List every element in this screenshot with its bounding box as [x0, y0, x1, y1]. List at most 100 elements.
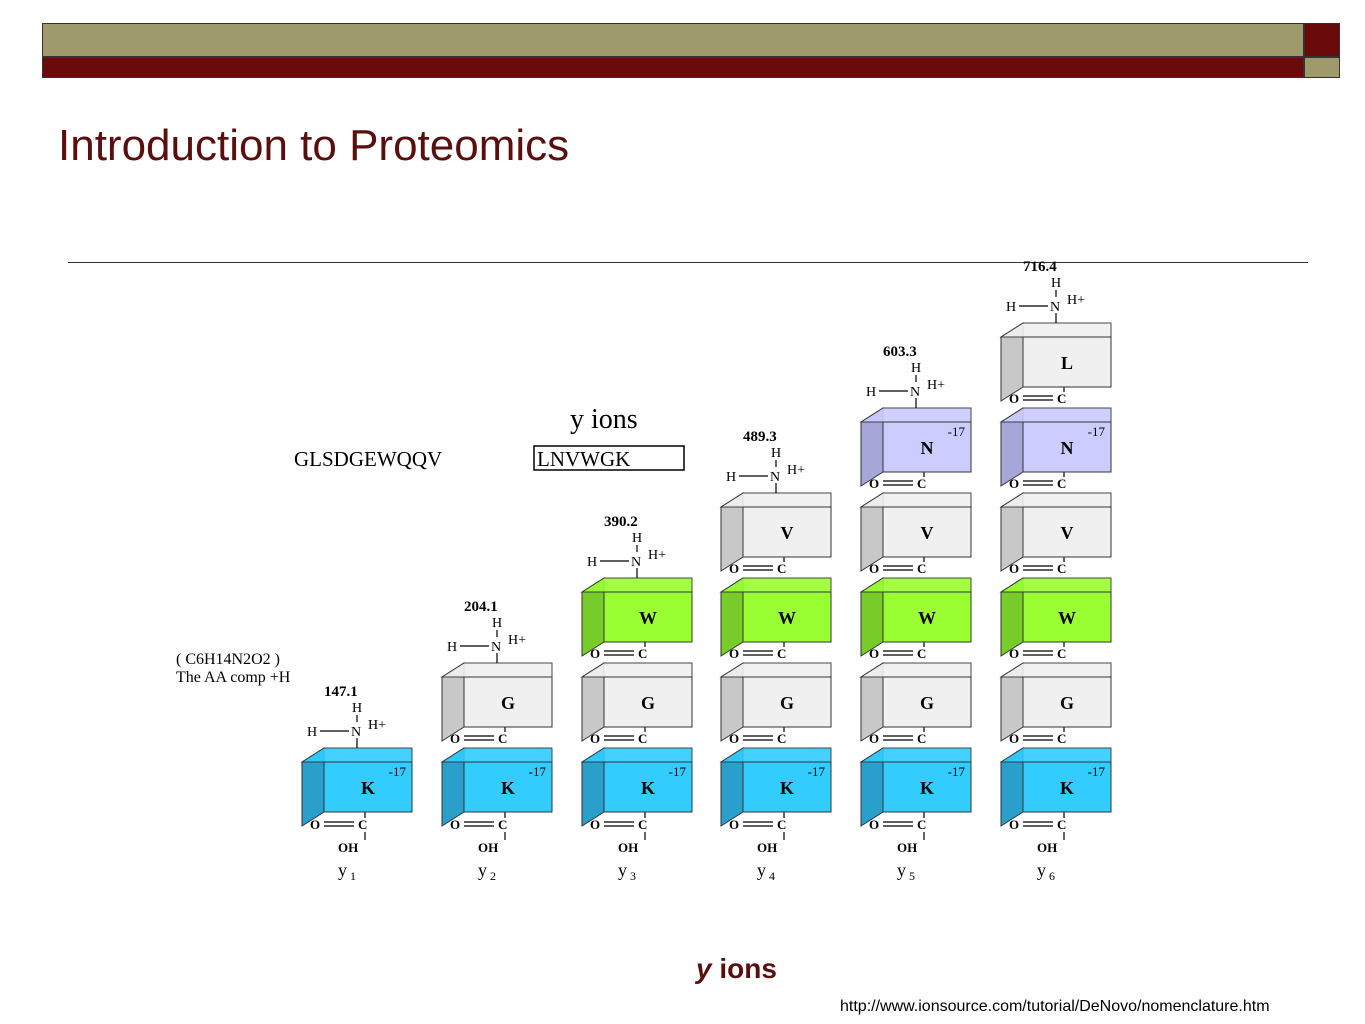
bottom-c-5: C — [1057, 817, 1066, 832]
ion-label-sub-2: 3 — [630, 869, 636, 883]
minus17-label-5-0: -17 — [1088, 764, 1106, 779]
amine-h-left-3: H — [726, 470, 736, 485]
carbonyl-c-2-0: C — [638, 731, 647, 746]
residue-label-5-5: L — [1061, 353, 1073, 373]
terminal-oh-3: OH — [757, 840, 777, 855]
cube-top-3-0 — [719, 747, 832, 763]
residue-label-4-3: V — [921, 523, 934, 543]
amine-hplus-1: H+ — [508, 633, 526, 648]
ion-label-0: y — [338, 860, 347, 880]
residue-label-5-1: G — [1060, 693, 1074, 713]
bottom-o-1: O — [450, 817, 460, 832]
residue-label-5-0: K — [1060, 778, 1074, 798]
cube-top-5-0 — [999, 747, 1112, 763]
cube-front-4-2 — [882, 591, 972, 643]
cube-front-2-2 — [603, 591, 693, 643]
minus17-label-3-0: -17 — [808, 764, 826, 779]
minus17-label-2-0: -17 — [669, 764, 687, 779]
carbonyl-c-5-3: C — [1057, 476, 1066, 491]
residue-label-2-0: K — [641, 778, 655, 798]
cube-front-5-2 — [1022, 591, 1112, 643]
residue-label-3-3: V — [781, 523, 794, 543]
formula-text: ( C6H14N2O2 ) — [176, 651, 280, 668]
cube-top-2-1 — [580, 662, 693, 678]
cube-top-5-3 — [999, 492, 1112, 508]
amine-n-4: N — [910, 385, 920, 400]
sequence-highlight-box — [533, 445, 685, 471]
amine-n-1: N — [491, 640, 501, 655]
bottom-c-1: C — [498, 817, 507, 832]
header-bar-olive — [42, 23, 1304, 57]
bottom-c-3: C — [777, 817, 786, 832]
carbonyl-c-4-3: C — [917, 476, 926, 491]
cube-top-2-0 — [580, 747, 693, 763]
ion-label-2: y — [618, 860, 627, 880]
residue-label-5-2: W — [1058, 608, 1076, 628]
cube-front-1-1 — [463, 676, 553, 728]
cube-front-4-4 — [882, 421, 972, 473]
cube-front-5-4 — [1022, 421, 1112, 473]
ion-label-5: y — [1037, 860, 1046, 880]
terminal-oh-4: OH — [897, 840, 917, 855]
carbonyl-o-3-2: O — [729, 561, 739, 576]
cube-front-3-1 — [742, 676, 832, 728]
amine-h-1: H — [492, 616, 502, 631]
bottom-o-5: O — [1009, 817, 1019, 832]
sequence-prefix: GLSDGEWQQV — [294, 447, 442, 471]
cube-top-5-2 — [999, 577, 1112, 593]
ion-mass-1: 204.1 — [464, 599, 498, 615]
ion-label-4: y — [897, 860, 906, 880]
amine-h-left-5: H — [1006, 300, 1016, 315]
terminal-oh-1: OH — [478, 840, 498, 855]
amine-hplus-2: H+ — [648, 548, 666, 563]
cube-top-2-2 — [580, 577, 693, 593]
carbonyl-o-3-1: O — [729, 646, 739, 661]
cube-front-5-0 — [1022, 761, 1112, 813]
ion-label-sub-0: 1 — [350, 869, 356, 883]
carbonyl-o-3-0: O — [729, 731, 739, 746]
bottom-c-2: C — [638, 817, 647, 832]
formula-note: The AA comp +H — [176, 669, 291, 686]
amine-h-left-2: H — [587, 555, 597, 570]
carbonyl-c-5-2: C — [1057, 561, 1066, 576]
bottom-o-4: O — [869, 817, 879, 832]
amine-n-2: N — [631, 555, 641, 570]
amine-h-left-0: H — [307, 725, 317, 740]
amine-hplus-4: H+ — [927, 378, 945, 393]
bottom-o-3: O — [729, 817, 739, 832]
terminal-oh-2: OH — [618, 840, 638, 855]
bottom-o-0: O — [310, 817, 320, 832]
terminal-oh-5: OH — [1037, 840, 1057, 855]
residue-label-4-0: K — [920, 778, 934, 798]
cube-top-5-5 — [999, 322, 1112, 338]
ion-mass-2: 390.2 — [604, 514, 638, 530]
sequence-boxed: LNVWGK — [537, 447, 630, 471]
residue-label-3-2: W — [778, 608, 796, 628]
carbonyl-o-2-1: O — [590, 646, 600, 661]
carbonyl-o-5-4: O — [1009, 391, 1019, 406]
cube-front-0-0 — [323, 761, 413, 813]
bottom-c-0: C — [358, 817, 367, 832]
cube-top-4-2 — [859, 577, 972, 593]
terminal-oh-0: OH — [338, 840, 358, 855]
ion-label-sub-1: 2 — [490, 869, 496, 883]
cube-front-3-0 — [742, 761, 832, 813]
residue-label-5-4: N — [1061, 438, 1074, 458]
carbonyl-c-5-4: C — [1057, 391, 1066, 406]
amine-hplus-5: H+ — [1067, 293, 1085, 308]
carbonyl-c-5-0: C — [1057, 731, 1066, 746]
cube-top-3-3 — [719, 492, 832, 508]
cube-front-4-1 — [882, 676, 972, 728]
residue-label-4-1: G — [920, 693, 934, 713]
cube-top-4-3 — [859, 492, 972, 508]
amine-h-left-4: H — [866, 385, 876, 400]
ion-mass-5: 716.4 — [1023, 259, 1057, 275]
cube-front-1-0 — [463, 761, 553, 813]
ion-label-sub-3: 4 — [769, 869, 775, 883]
cube-top-4-1 — [859, 662, 972, 678]
minus17-label-5-4: -17 — [1088, 424, 1106, 439]
ion-label-1: y — [478, 860, 487, 880]
diagram-heading: y ions — [570, 404, 638, 435]
cube-top-1-0 — [440, 747, 553, 763]
ion-mass-3: 489.3 — [743, 429, 777, 445]
